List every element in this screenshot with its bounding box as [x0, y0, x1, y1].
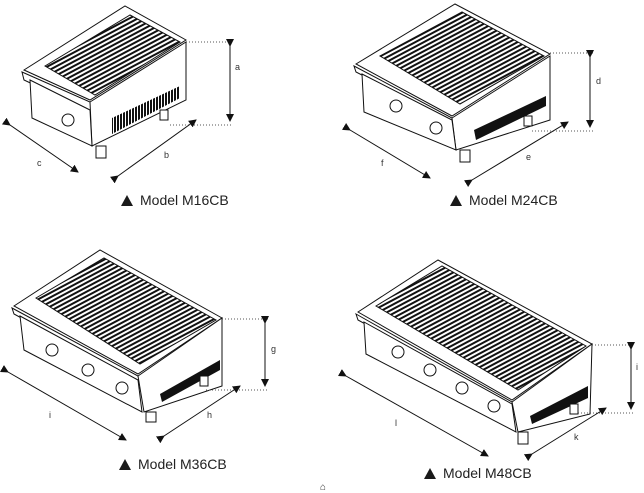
model-name: Model M48CB [443, 465, 532, 481]
dimension-label-height: g [271, 344, 277, 354]
dimension-label-height: d [596, 76, 602, 86]
model-m36cb-diagram: g h i Model M36CB [0, 246, 322, 492]
dimension-label-depth: e [526, 152, 532, 162]
dimension-label-width: f [381, 158, 384, 168]
model-name: Model M24CB [469, 192, 558, 208]
model-name: Model M16CB [140, 192, 229, 208]
model-caption: Model M24CB [450, 192, 558, 208]
m16cb-drawing [1, 5, 234, 184]
model-caption: Model M48CB [424, 465, 532, 481]
dimension-label-width: l [395, 418, 397, 428]
dimension-label-depth: k [574, 432, 579, 442]
dimension-label-height: i [636, 362, 638, 372]
model-m48cb-diagram: i k l Model M48CB [322, 246, 644, 492]
m36cb-drawing [0, 249, 269, 444]
triangle-marker-icon [121, 194, 133, 206]
dimension-label-height: a [235, 62, 241, 72]
model-caption: Model M36CB [119, 456, 227, 472]
dimension-label-width: i [49, 410, 51, 420]
model-m24cb-diagram: d e f Model M24CB [322, 0, 644, 230]
triangle-marker-icon [119, 458, 131, 470]
model-caption: Model M16CB [121, 192, 229, 208]
model-name: Model M36CB [138, 456, 227, 472]
model-m16cb-diagram: a b c Model M16CB [0, 0, 322, 230]
dimension-label-width: c [37, 158, 42, 168]
triangle-marker-icon [424, 467, 436, 479]
triangle-marker-icon [450, 194, 462, 206]
m48cb-drawing [337, 259, 635, 462]
footer-glyph-icon: ⌂ [320, 482, 327, 493]
dimension-label-depth: h [207, 410, 213, 420]
dimension-label-depth: b [164, 150, 170, 160]
m24cb-drawing [341, 3, 594, 188]
